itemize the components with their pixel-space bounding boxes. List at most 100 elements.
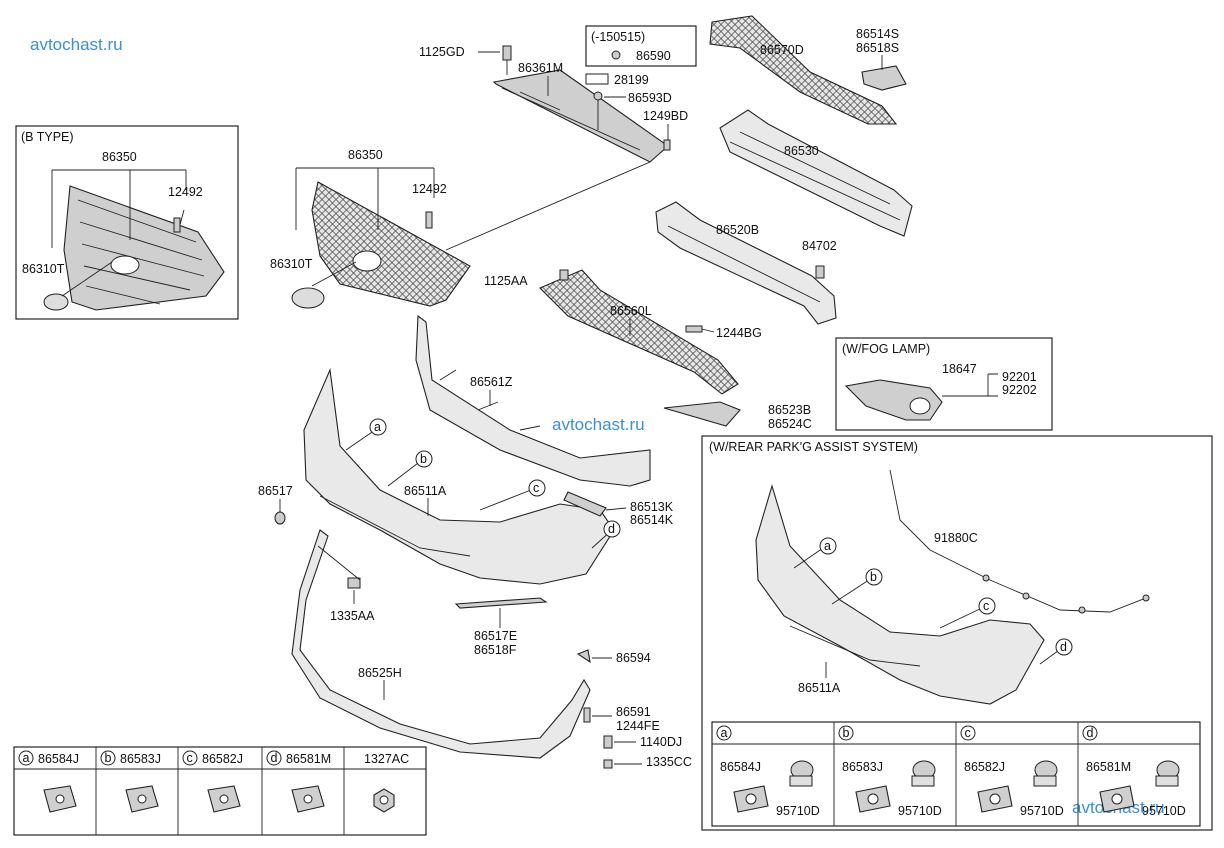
lower-grille-86560L: 1125AA 86560L 1244BG xyxy=(484,269,762,395)
label-86514S: 86514S xyxy=(856,27,899,41)
fog-lamp-box: (W/FOG LAMP) 18647 92201 92202 xyxy=(835,337,1053,431)
clip-1335AA xyxy=(347,577,361,589)
sensor-bracket-hole xyxy=(867,793,879,805)
grille-86350: 86350 12492 86310T xyxy=(270,148,651,309)
label-86514K: 86514K xyxy=(630,513,674,527)
bottom-letter-circle xyxy=(100,750,116,766)
label-86511A: 86511A xyxy=(404,484,447,498)
nut-hole xyxy=(379,795,389,805)
label-86517E: 86517E xyxy=(474,629,517,643)
rear-callout-d: d xyxy=(1060,640,1067,654)
label-86593D: 86593D xyxy=(628,91,672,105)
plug-86517 xyxy=(274,511,286,525)
fog-lamp-title: (W/FOG LAMP) xyxy=(842,342,930,356)
sensor-bracket-part: 86583J xyxy=(842,760,883,774)
bottom-letter: d xyxy=(271,751,278,765)
label-86570D: 86570D xyxy=(760,43,804,57)
label-86561Z: 86561Z xyxy=(470,375,513,389)
label-86517: 86517 xyxy=(258,484,293,498)
lower-cover-86525H: 1335AA 86525H 86594 86591 1244FE 1140DJ … xyxy=(291,529,692,769)
bottom-letter-circle xyxy=(18,750,34,766)
label-1249BD: 1249BD xyxy=(643,109,688,123)
radiator-grille xyxy=(311,181,471,307)
label-1244FE: 1244FE xyxy=(616,719,660,733)
rear-callout-a: a xyxy=(824,539,831,553)
b-type-emblem-mount xyxy=(110,255,140,275)
garnish-86523B: 86523B 86524C xyxy=(663,401,812,431)
label-86523B: 86523B xyxy=(768,403,811,417)
sensor-bracket-hole xyxy=(1111,793,1123,805)
rear-park-title: (W/REAR PARK'G ASSIST SYSTEM) xyxy=(709,440,918,454)
absorber-86520B: 86520B 84702 xyxy=(655,201,837,325)
b-type-title: (B TYPE) xyxy=(21,130,74,144)
bracket-hole xyxy=(55,794,65,804)
bottom-letter-circle xyxy=(182,750,198,766)
label-86520B: 86520B xyxy=(716,223,759,237)
bottom-part-number: 86584J xyxy=(38,752,79,766)
bumper-beam xyxy=(719,109,913,237)
moulding-86517E: 86517E 86518F xyxy=(454,597,548,657)
b-type-emblem xyxy=(43,293,69,311)
sensor-body xyxy=(789,775,813,787)
beam-86530: 86530 xyxy=(719,109,913,237)
clip-86593D xyxy=(593,91,603,101)
sensor-part: 95710D xyxy=(776,804,820,818)
lower-bumper-cover xyxy=(291,529,591,759)
clip-84702 xyxy=(815,265,825,279)
label-86350-b: 86350 xyxy=(102,150,137,164)
wiring-harness xyxy=(889,469,1147,613)
date-code-box xyxy=(585,25,697,67)
label-86524C: 86524C xyxy=(768,417,812,431)
callout-d: d xyxy=(608,522,615,536)
right-table-cells: a86584J95710Db86583J95710Dc86582J95710Dd… xyxy=(716,725,1186,818)
label-86350: 86350 xyxy=(348,148,383,162)
sensor-letter: b xyxy=(843,726,850,740)
bracket-hole xyxy=(303,794,313,804)
label-91880C: 91880C xyxy=(934,531,978,545)
label-86513K: 86513K xyxy=(630,500,674,514)
sensor-body xyxy=(911,775,935,787)
bottom-letter: b xyxy=(105,751,112,765)
clip-86594 xyxy=(576,649,591,664)
label-1125GD: 1125GD xyxy=(419,45,465,59)
bottom-letter: a xyxy=(23,751,30,765)
sensor-bracket-hole xyxy=(989,793,1001,805)
lower-grille xyxy=(539,269,739,395)
callout-a: a xyxy=(374,420,381,434)
label-1335CC: 1335CC xyxy=(646,755,692,769)
label-86518S: 86518S xyxy=(856,41,899,55)
bottom-part-number: 1327AC xyxy=(364,752,409,766)
upper-cover-group: 1125GD 86361M (-150515) 86590 28199 8659… xyxy=(419,25,697,163)
label-86361M: 86361M xyxy=(518,61,563,75)
sensor-part: 95710D xyxy=(1142,804,1186,818)
label-86518F: 86518F xyxy=(474,643,517,657)
bottom-part-number: 86583J xyxy=(120,752,161,766)
b-type-box: (B TYPE) 86350 12492 86310T xyxy=(15,125,239,320)
label-86525H: 86525H xyxy=(358,666,402,680)
bottom-letter: c xyxy=(187,751,193,765)
label-86591: 86591 xyxy=(616,705,651,719)
sensor-letter: c xyxy=(965,726,971,740)
upper-cover xyxy=(492,69,669,163)
absorber-86570D: 86570D 86514S 86518S xyxy=(709,15,907,125)
sensor-part: 95710D xyxy=(1020,804,1064,818)
clip-86590 xyxy=(611,50,621,60)
sensor-letter-circle xyxy=(1082,725,1098,741)
bracket-86514S xyxy=(861,65,907,91)
b-type-grille xyxy=(63,185,225,311)
bolt-1125GD xyxy=(502,45,512,61)
bracket-hole xyxy=(219,794,229,804)
sensor-letter: d xyxy=(1087,726,1094,740)
sensor-letter-circle xyxy=(960,725,976,741)
bottom-part-number: 86582J xyxy=(202,752,243,766)
sensor-part: 95710D xyxy=(898,804,942,818)
sensor-letter-circle xyxy=(838,725,854,741)
label-86310T: 86310T xyxy=(270,257,313,271)
callout-b: b xyxy=(420,452,427,466)
fog-lamp xyxy=(844,379,943,421)
rear-park-assist-box: (W/REAR PARK'G ASSIST SYSTEM) 91880C 865… xyxy=(701,435,1213,831)
sensor-letter-circle xyxy=(716,725,732,741)
garnish xyxy=(663,401,741,427)
